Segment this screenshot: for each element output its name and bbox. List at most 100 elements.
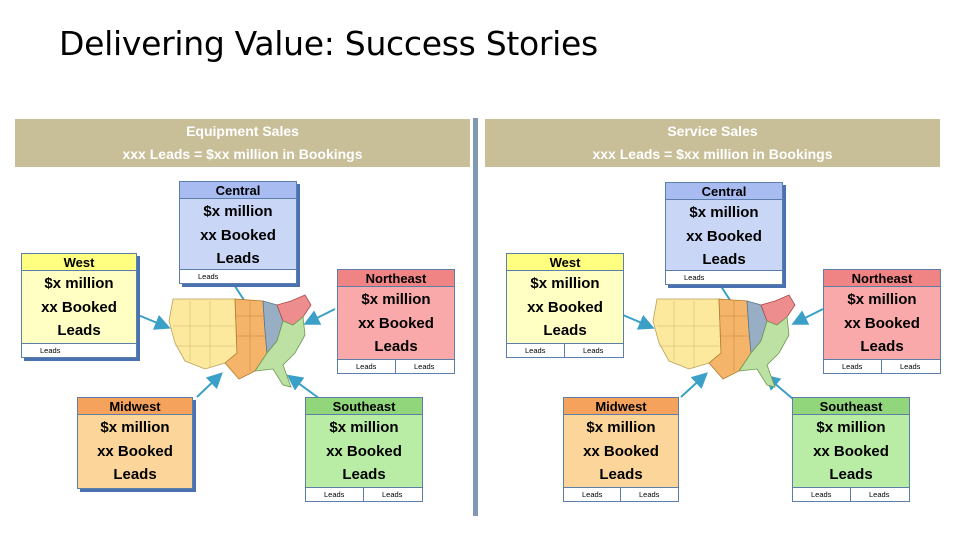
region-footer: Leads Leads [563, 488, 679, 502]
region-card-southeast: Southeast $x million xx Booked Leads Lea… [792, 397, 910, 502]
region-booked: xx Booked [41, 298, 117, 316]
footer-leads: Leads [306, 488, 364, 501]
region-leads: Leads [342, 466, 386, 483]
region-value: $x million [586, 419, 656, 436]
region-value: $x million [203, 203, 273, 220]
region-name: West [506, 253, 624, 271]
footer-leads: Leads [40, 346, 61, 355]
region-name: Southeast [792, 397, 910, 415]
region-footer: Leads [21, 344, 137, 358]
us-map [652, 294, 796, 388]
region-body: $x million xx Booked Leads [665, 200, 783, 271]
footer-leads: Leads [414, 362, 435, 371]
banner-title: Service Sales [667, 123, 758, 139]
region-name: West [21, 253, 137, 271]
map-southeast [738, 316, 790, 388]
region-leads: Leads [829, 466, 873, 483]
region-value: $x million [847, 291, 917, 308]
region-footer: Leads Leads [305, 488, 423, 502]
footer-leads: Leads [684, 273, 705, 282]
map-southeast [254, 316, 306, 388]
region-name: Southeast [305, 397, 423, 415]
region-body: $x million xx Booked Leads [179, 199, 297, 270]
banner-subtitle: xxx Leads = $xx million in Bookings [592, 146, 833, 162]
region-name: Northeast [337, 269, 455, 287]
region-value: $x million [689, 204, 759, 221]
region-body: $x million xx Booked Leads [77, 415, 193, 489]
footer-leads: Leads [198, 272, 219, 281]
region-footer: Leads Leads [506, 344, 624, 358]
region-name: Midwest [77, 397, 193, 415]
region-leads: Leads [860, 338, 904, 355]
region-footer: Leads Leads [337, 360, 455, 374]
region-card-southeast: Southeast $x million xx Booked Leads Lea… [305, 397, 423, 502]
footer-leads: Leads [338, 360, 396, 373]
region-booked: xx Booked [358, 314, 434, 332]
region-card-northeast: Northeast $x million xx Booked Leads Lea… [823, 269, 941, 374]
region-card-central: Central $x million xx Booked Leads Leads [665, 182, 783, 285]
region-body: $x million xx Booked Leads [563, 415, 679, 488]
region-leads: Leads [57, 322, 101, 339]
map-west [168, 298, 238, 370]
region-footer: Leads Leads [823, 360, 941, 374]
region-body: $x million xx Booked Leads [337, 287, 455, 360]
region-card-midwest: Midwest $x million xx Booked Leads [77, 397, 193, 489]
region-value: $x million [530, 275, 600, 292]
slide-title: Delivering Value: Success Stories [59, 24, 598, 63]
region-booked: xx Booked [844, 314, 920, 332]
region-card-midwest: Midwest $x million xx Booked Leads Leads… [563, 397, 679, 502]
region-footer: Leads [665, 271, 783, 285]
region-footer: Leads [179, 270, 297, 284]
footer-leads: Leads [382, 490, 403, 499]
service-sales-panel: Service Sales xxx Leads = $xx million in… [485, 119, 941, 517]
footer-leads: Leads [583, 346, 604, 355]
panel-banner: Service Sales xxx Leads = $xx million in… [485, 119, 940, 167]
footer-leads: Leads [639, 490, 660, 499]
region-leads: Leads [702, 251, 746, 268]
region-body: $x million xx Booked Leads [823, 287, 941, 360]
region-leads: Leads [543, 322, 587, 339]
region-leads: Leads [374, 338, 418, 355]
equipment-sales-panel: Equipment Sales xxx Leads = $xx million … [15, 119, 470, 517]
footer-leads: Leads [824, 360, 882, 373]
region-booked: xx Booked [200, 226, 276, 244]
footer-leads: Leads [793, 488, 851, 501]
region-name: Northeast [823, 269, 941, 287]
region-body: $x million xx Booked Leads [21, 271, 137, 344]
region-value: $x million [329, 419, 399, 436]
region-booked: xx Booked [686, 227, 762, 245]
map-west [652, 298, 722, 370]
banner-subtitle: xxx Leads = $xx million in Bookings [122, 146, 363, 162]
region-value: $x million [100, 419, 170, 436]
region-card-central: Central $x million xx Booked Leads Leads [179, 181, 297, 284]
footer-leads: Leads [869, 490, 890, 499]
region-booked: xx Booked [583, 442, 659, 460]
region-leads: Leads [216, 250, 260, 267]
region-body: $x million xx Booked Leads [506, 271, 624, 344]
region-name: Central [665, 182, 783, 200]
region-name: Midwest [563, 397, 679, 415]
region-name: Central [179, 181, 297, 199]
region-footer: Leads Leads [792, 488, 910, 502]
footer-leads: Leads [507, 344, 565, 357]
region-booked: xx Booked [326, 442, 402, 460]
region-card-west: West $x million xx Booked Leads Leads [21, 253, 137, 358]
region-value: $x million [44, 275, 114, 292]
footer-leads: Leads [564, 488, 621, 501]
region-body: $x million xx Booked Leads [305, 415, 423, 488]
region-body: $x million xx Booked Leads [792, 415, 910, 488]
region-value: $x million [361, 291, 431, 308]
region-leads: Leads [113, 466, 157, 483]
region-value: $x million [816, 419, 886, 436]
region-booked: xx Booked [813, 442, 889, 460]
region-booked: xx Booked [97, 442, 173, 460]
panel-divider [473, 118, 478, 516]
region-booked: xx Booked [527, 298, 603, 316]
banner-title: Equipment Sales [186, 123, 299, 139]
region-card-west: West $x million xx Booked Leads Leads Le… [506, 253, 624, 358]
footer-leads: Leads [900, 362, 921, 371]
region-card-northeast: Northeast $x million xx Booked Leads Lea… [337, 269, 455, 374]
us-map [168, 294, 312, 388]
region-leads: Leads [599, 466, 643, 483]
panel-banner: Equipment Sales xxx Leads = $xx million … [15, 119, 470, 167]
